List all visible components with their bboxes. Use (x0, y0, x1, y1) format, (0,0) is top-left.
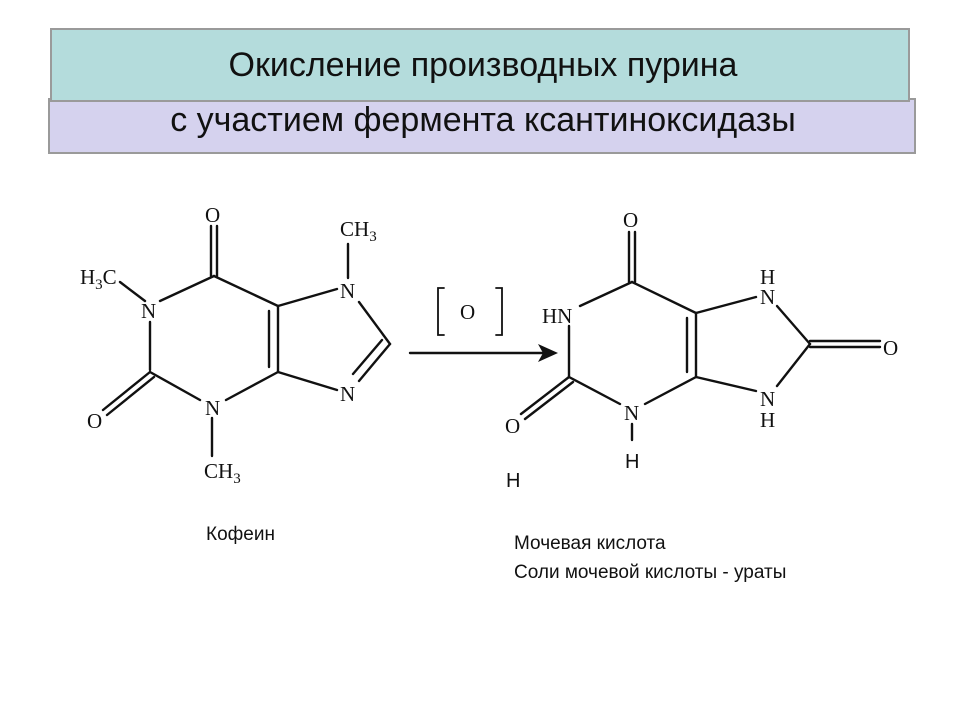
reaction-arrow (408, 344, 558, 362)
slide-subtitle: с участием фермента ксантиноксидазы (170, 101, 796, 139)
caffeine-n3: N (205, 396, 220, 420)
uric-hn1: HN (542, 304, 572, 328)
caffeine-caption: Кофеин (206, 524, 275, 545)
caffeine-h3c: H3C (80, 265, 117, 293)
uric-h7: H (760, 265, 775, 289)
uric-o2: O (505, 414, 520, 438)
caffeine-n7: N (340, 279, 355, 303)
caffeine-n9: N (340, 382, 355, 406)
uric-acid-bonds (519, 230, 882, 442)
caffeine-ch3-bottom: CH3 (204, 459, 241, 487)
uric-n3: N (624, 401, 639, 425)
uric-h3: H (625, 451, 639, 473)
uric-n9: N (760, 387, 775, 411)
uric-o6: O (623, 208, 638, 232)
caffeine-o6: O (205, 203, 220, 227)
uric-acid-caption: Мочевая кислота (514, 533, 666, 554)
slide-title: Окисление производных пурина (228, 46, 738, 84)
caffeine-bonds (101, 224, 392, 458)
caffeine-o2: O (87, 409, 102, 433)
uric-o8: O (883, 336, 898, 360)
uric-h9: H (760, 408, 775, 432)
uric-n7: N (760, 285, 775, 309)
caffeine-ch3-top: CH3 (340, 217, 377, 245)
caffeine-labels: O N N N N O CH3 H3C CH3 (80, 203, 377, 487)
oxidant-o: O (460, 300, 475, 324)
uric-stray-h: H (506, 470, 520, 492)
urates-caption: Соли мочевой кислоты - ураты (514, 562, 787, 583)
title-band-top (50, 28, 910, 102)
caffeine-n1: N (141, 299, 156, 323)
oxidant-brackets (437, 287, 503, 336)
uric-acid-labels: O HN N H H N N H O O H (505, 208, 898, 492)
